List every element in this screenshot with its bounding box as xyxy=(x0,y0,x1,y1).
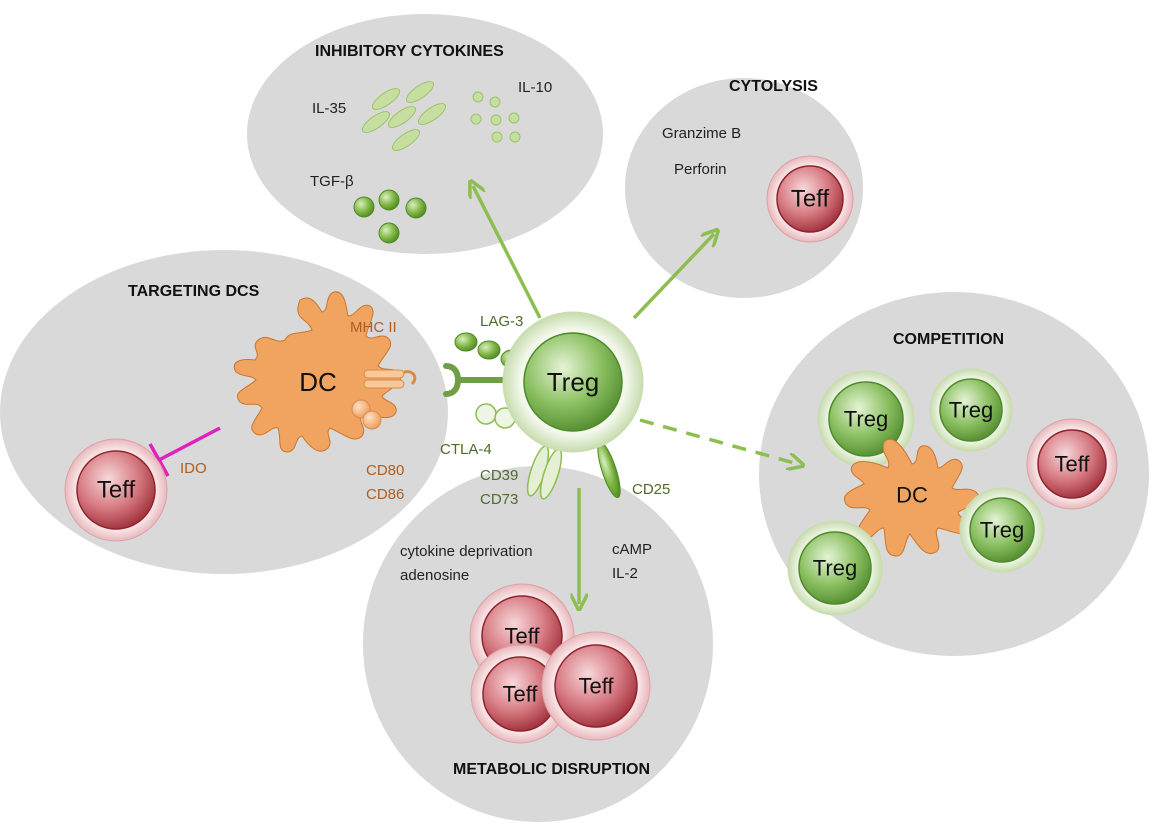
cd39-cd73-molecules xyxy=(526,445,563,500)
svg-text:Teff: Teff xyxy=(1054,452,1090,477)
inhibition-line-ido xyxy=(148,426,221,477)
arrow-to-cytolysis xyxy=(632,234,714,320)
teff-cell-targeting: Teff xyxy=(64,438,168,542)
svg-text:Treg: Treg xyxy=(949,398,993,423)
title-cytolysis: CYTOLYSIS xyxy=(729,78,818,95)
svg-text:Teff: Teff xyxy=(97,477,136,504)
panel-inhibitory-cytokines xyxy=(247,14,603,254)
label-il2: IL-2 xyxy=(612,565,638,582)
teff-cell-cytolysis: Teff xyxy=(766,155,854,243)
title-inhibitory-cytokines: INHIBITORY CYTOKINES xyxy=(315,43,504,60)
label-cd73: CD73 xyxy=(480,491,518,508)
il10-molecules xyxy=(470,91,521,143)
dc-label: DC xyxy=(299,367,337,397)
mhc-ii-receptor xyxy=(363,369,417,389)
label-ido: IDO xyxy=(180,460,207,477)
svg-text:Teff: Teff xyxy=(504,624,540,649)
label-perforin: Perforin xyxy=(674,161,727,178)
treg-cell-competition-2: Treg xyxy=(929,368,1013,452)
cd80-cd86-molecules xyxy=(351,399,382,430)
arrow-to-inhibitory-cytokines xyxy=(473,186,542,319)
title-competition: COMPETITION xyxy=(893,331,1004,348)
label-lag3: LAG-3 xyxy=(480,313,523,330)
teff-cell-metabolic-3: Teff xyxy=(541,631,651,741)
label-il10: IL-10 xyxy=(518,79,552,96)
label-cd86: CD86 xyxy=(366,486,404,503)
treg-cell-central: Treg xyxy=(502,311,644,453)
il35-molecules xyxy=(361,81,447,151)
label-mhc-ii: MHC II xyxy=(350,319,397,336)
dc-cell-competition xyxy=(844,439,980,557)
svg-text:Treg: Treg xyxy=(813,556,857,581)
label-cd80: CD80 xyxy=(366,462,404,479)
svg-text:Treg: Treg xyxy=(980,518,1024,543)
svg-text:Treg: Treg xyxy=(844,407,888,432)
title-metabolic-disruption: METABOLIC DISRUPTION xyxy=(453,761,650,778)
svg-text:Teff: Teff xyxy=(791,186,830,213)
dc-competition-label: DC xyxy=(896,483,928,508)
label-camp: cAMP xyxy=(612,541,652,558)
label-ctla4: CTLA-4 xyxy=(440,441,492,458)
svg-text:Teff: Teff xyxy=(502,682,538,707)
label-granzime-b: Granzime B xyxy=(662,125,741,142)
teff-cell-competition: Teff xyxy=(1026,418,1118,510)
title-targeting-dcs: TARGETING DCS xyxy=(128,283,260,300)
treg-cell-competition-3: Treg xyxy=(959,487,1045,573)
label-adenosine: adenosine xyxy=(400,567,469,584)
label-cd39: CD39 xyxy=(480,467,518,484)
arrow-to-competition xyxy=(639,418,798,464)
svg-text:Treg: Treg xyxy=(547,367,600,397)
treg-cell-competition-4: Treg xyxy=(787,520,883,616)
label-tgfb: TGF-β xyxy=(310,173,354,190)
label-cd25: CD25 xyxy=(632,481,670,498)
panel-cytolysis xyxy=(625,78,863,298)
ctla4-molecules xyxy=(475,403,516,429)
label-cytokine-deprivation: cytokine deprivation xyxy=(400,543,533,560)
label-il35: IL-35 xyxy=(312,100,346,117)
tgfb-molecules xyxy=(353,189,427,244)
svg-text:Teff: Teff xyxy=(578,674,614,699)
